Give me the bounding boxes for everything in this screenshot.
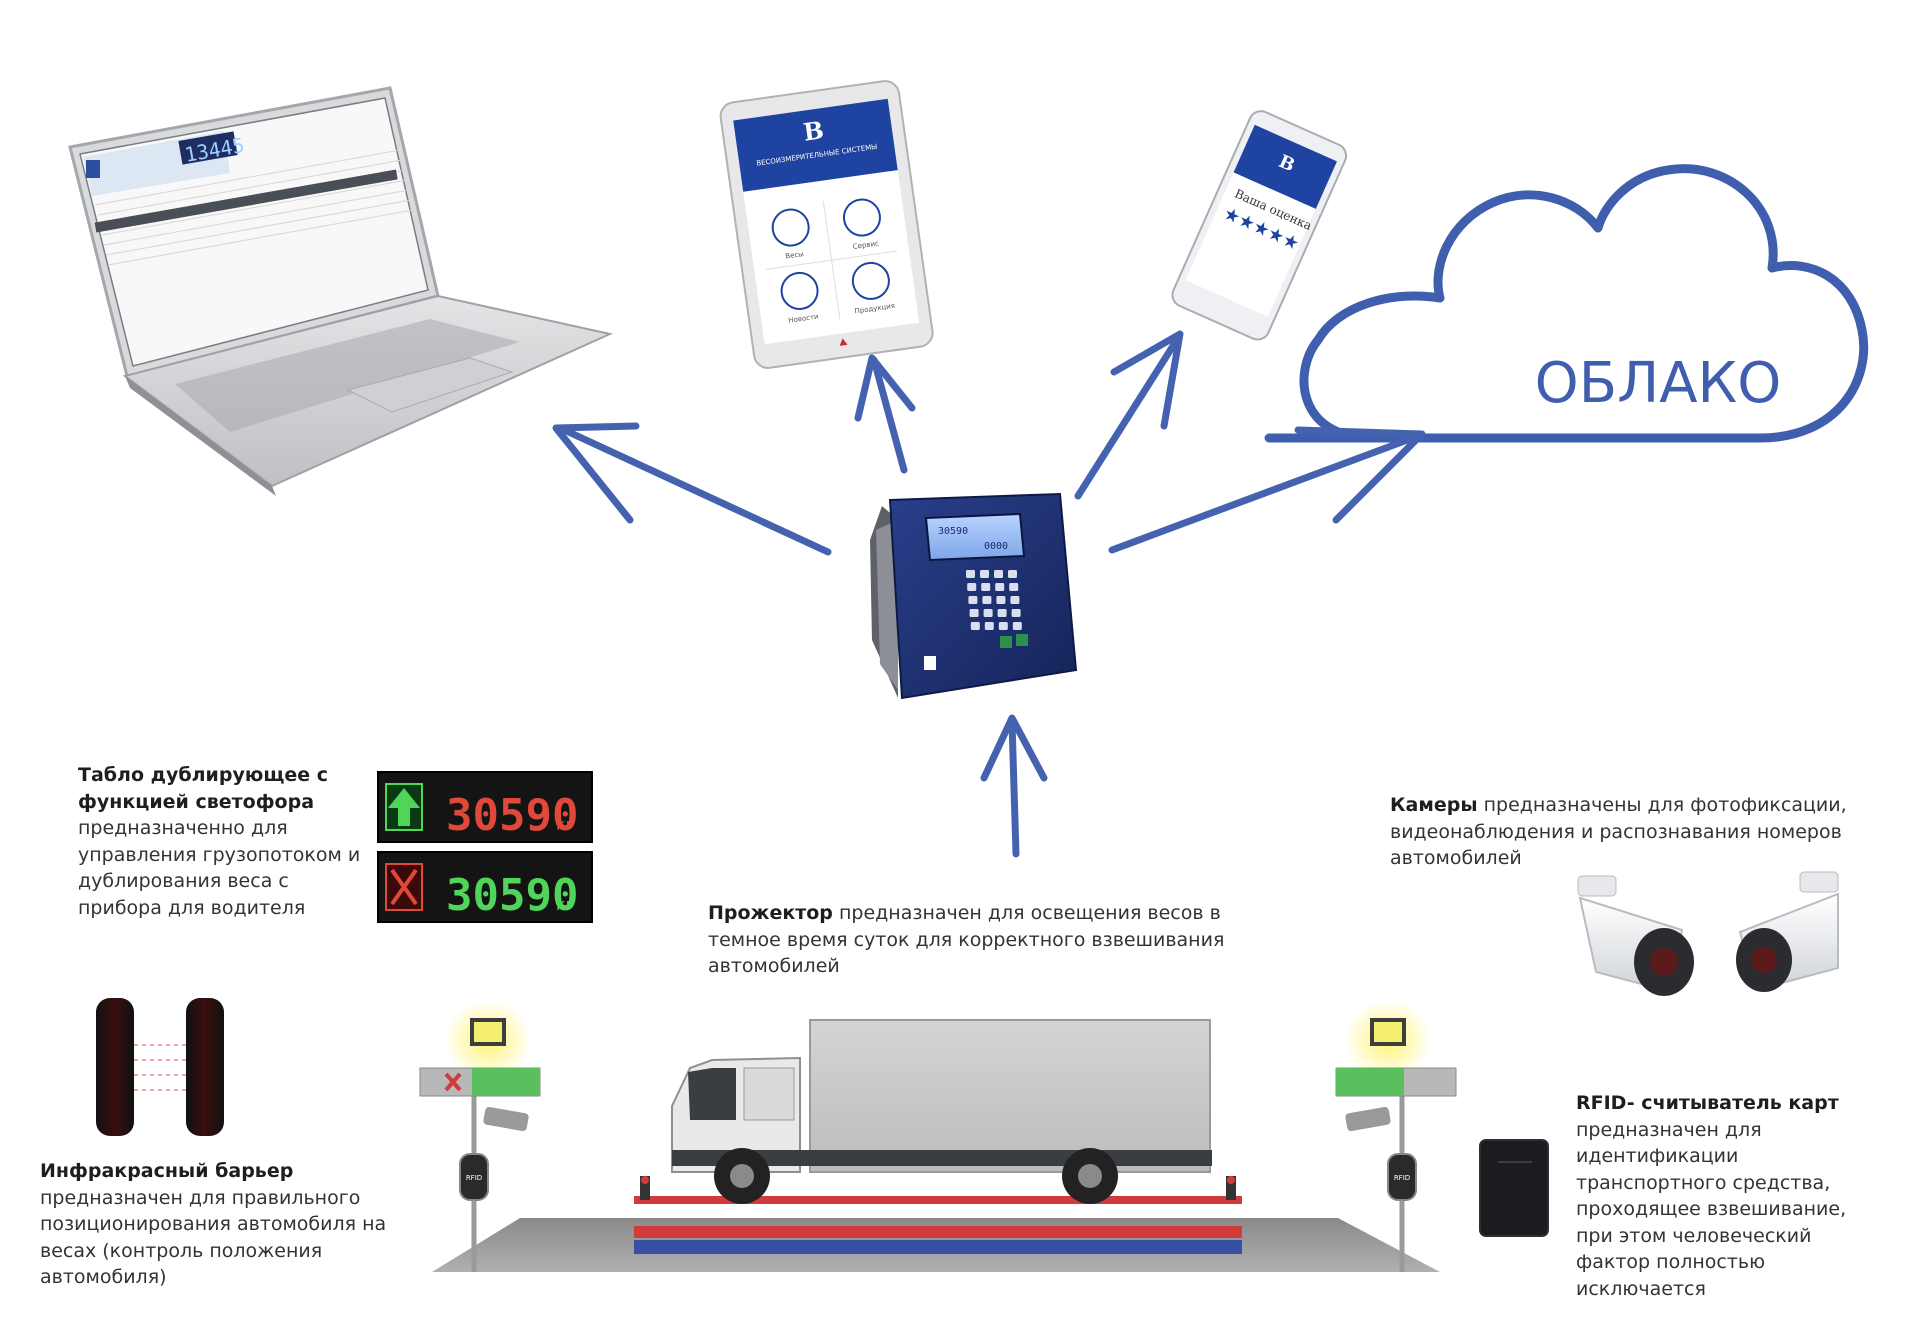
tablo-display-top: 30590 кг xyxy=(377,771,593,843)
rfid-reader-image xyxy=(1479,1139,1549,1237)
keypad-key[interactable] xyxy=(966,570,975,578)
projector-text: предназначен для освещения весов в темно… xyxy=(708,902,1225,977)
scales-icon[interactable] xyxy=(770,207,811,248)
camera-small-icon xyxy=(1345,1106,1391,1132)
rfid-title: RFID- считыватель карт xyxy=(1576,1092,1839,1114)
left-pole: RFID xyxy=(419,1000,541,1272)
red-cross-icon xyxy=(444,1072,462,1092)
truck-box xyxy=(809,1019,1211,1173)
tablet-header xyxy=(733,98,898,192)
controller-keypad[interactable] xyxy=(966,570,1022,630)
tablet: В ВЕСОИЗМЕРИТЕЛЬНЫЕ СИСТЕМЫ Весы Сервис … xyxy=(719,80,934,369)
ir-emitter-icon xyxy=(96,998,134,1136)
arrow-to-tablet xyxy=(854,354,916,474)
barrier-caption: Инфракрасный барьер предназначен для пра… xyxy=(40,1158,416,1291)
keypad-key[interactable] xyxy=(998,622,1008,630)
cloud-label: ОБЛАКО xyxy=(1535,351,1782,416)
cameras-image xyxy=(1577,871,1839,996)
keypad-key[interactable] xyxy=(983,609,993,617)
rfid-antenna-icon xyxy=(1387,1153,1417,1201)
rfid-caption: RFID- считыватель карт предназначен для … xyxy=(1576,1090,1886,1302)
arrow-to-cloud xyxy=(1108,426,1426,554)
keypad-key[interactable] xyxy=(970,622,980,630)
cameras-caption: Камеры предназначены для фотофиксации, в… xyxy=(1390,792,1858,872)
laptop-logo-icon xyxy=(86,160,100,178)
ir-receiver-icon xyxy=(186,998,224,1136)
rfid-antenna-icon xyxy=(459,1153,489,1201)
keypad-key[interactable] xyxy=(1009,583,1019,591)
projector-caption: Прожектор предназначен для освещения вес… xyxy=(708,900,1278,980)
tablo-displays: 30590 кг 30590 кг xyxy=(377,771,593,923)
rfid-tag-right: RFID xyxy=(1394,1174,1410,1182)
tablo-title: Табло дублирующее с функцией светофора xyxy=(78,764,328,813)
keypad-key[interactable] xyxy=(995,583,1005,591)
keypad-key[interactable] xyxy=(997,609,1007,617)
wrench-icon[interactable] xyxy=(842,197,883,238)
camera-small-icon xyxy=(483,1106,529,1132)
tablet-brand-letter: В xyxy=(801,115,825,147)
arrow-from-projector xyxy=(980,714,1048,858)
camera-left-icon xyxy=(1577,875,1694,996)
go-arrow-icon xyxy=(388,788,420,826)
keypad-key[interactable] xyxy=(982,596,992,604)
tablet-tile-label: Сервис xyxy=(852,239,879,251)
controller-logo-icon xyxy=(924,656,936,670)
controller-screen-line1: 30590 xyxy=(938,526,968,537)
truck xyxy=(671,1019,1212,1204)
keypad-key[interactable] xyxy=(969,609,979,617)
tablet-tiles: Весы Сервис Новости Продукция xyxy=(766,197,898,325)
cameras-text: предназначены для фотофиксации, видеонаб… xyxy=(1390,794,1847,869)
home-icon[interactable] xyxy=(839,338,848,346)
keypad-key[interactable] xyxy=(1010,596,1020,604)
keypad-key[interactable] xyxy=(1012,622,1022,630)
keypad-key[interactable] xyxy=(981,583,991,591)
platform-blue-beam xyxy=(634,1240,1242,1254)
projector-title: Прожектор xyxy=(708,902,833,924)
infrared-barrier xyxy=(96,998,224,1136)
laptop: 13445 xyxy=(68,86,614,496)
platform-red-beam xyxy=(634,1226,1242,1238)
tablo-display-bottom: 30590 кг xyxy=(377,851,593,923)
keypad-key[interactable] xyxy=(996,596,1006,604)
cloud: ОБЛАКО xyxy=(1264,164,1869,443)
barrier-text: предназначен для правильного позициониро… xyxy=(40,1186,387,1289)
arrow-to-phone xyxy=(1074,330,1184,500)
cameras-title: Камеры xyxy=(1390,794,1478,816)
tablo-caption: Табло дублирующее с функцией светофора п… xyxy=(78,762,362,921)
tablo-value-bottom: 30590 xyxy=(446,870,578,921)
controller-screen xyxy=(924,512,1026,562)
arrows xyxy=(552,330,1426,858)
tablo-unit-bottom: кг xyxy=(556,895,574,914)
news-icon[interactable] xyxy=(779,271,820,312)
phone-header xyxy=(1233,124,1337,209)
right-pole: RFID xyxy=(1335,1000,1457,1272)
camera-right-icon xyxy=(1736,871,1839,992)
weighbridge-scene: RFID RFID xyxy=(419,1000,1457,1272)
enter-key-icon[interactable] xyxy=(1000,636,1012,648)
basket-icon[interactable] xyxy=(851,261,892,302)
keypad-key[interactable] xyxy=(1011,609,1021,617)
keypad-key[interactable] xyxy=(980,570,989,578)
tablo-value-top: 30590 xyxy=(446,790,578,841)
rfid-text: предназначен для идентификации транспорт… xyxy=(1576,1118,1847,1300)
keypad-key[interactable] xyxy=(994,570,1003,578)
barrier-title: Инфракрасный барьер xyxy=(40,1160,294,1182)
start-key-icon[interactable] xyxy=(1016,634,1028,646)
rfid-tag-left: RFID xyxy=(466,1174,482,1182)
keypad-key[interactable] xyxy=(1008,570,1017,578)
smartphone: В Ваша оценка ★★★★★ xyxy=(1171,110,1348,341)
weighing-controller: 30590 0000 xyxy=(870,492,1078,700)
tablo-unit-top: кг xyxy=(556,815,574,834)
keypad-key[interactable] xyxy=(984,622,994,630)
keypad-key[interactable] xyxy=(967,583,977,591)
stop-cross-icon xyxy=(390,868,418,906)
tablet-tile-label: Весы xyxy=(785,250,804,260)
keypad-key[interactable] xyxy=(968,596,978,604)
controller-screen-line2: 0000 xyxy=(984,541,1008,552)
tablo-text: предназначенно для управления грузопоток… xyxy=(78,817,361,919)
arrow-to-laptop xyxy=(552,422,832,556)
